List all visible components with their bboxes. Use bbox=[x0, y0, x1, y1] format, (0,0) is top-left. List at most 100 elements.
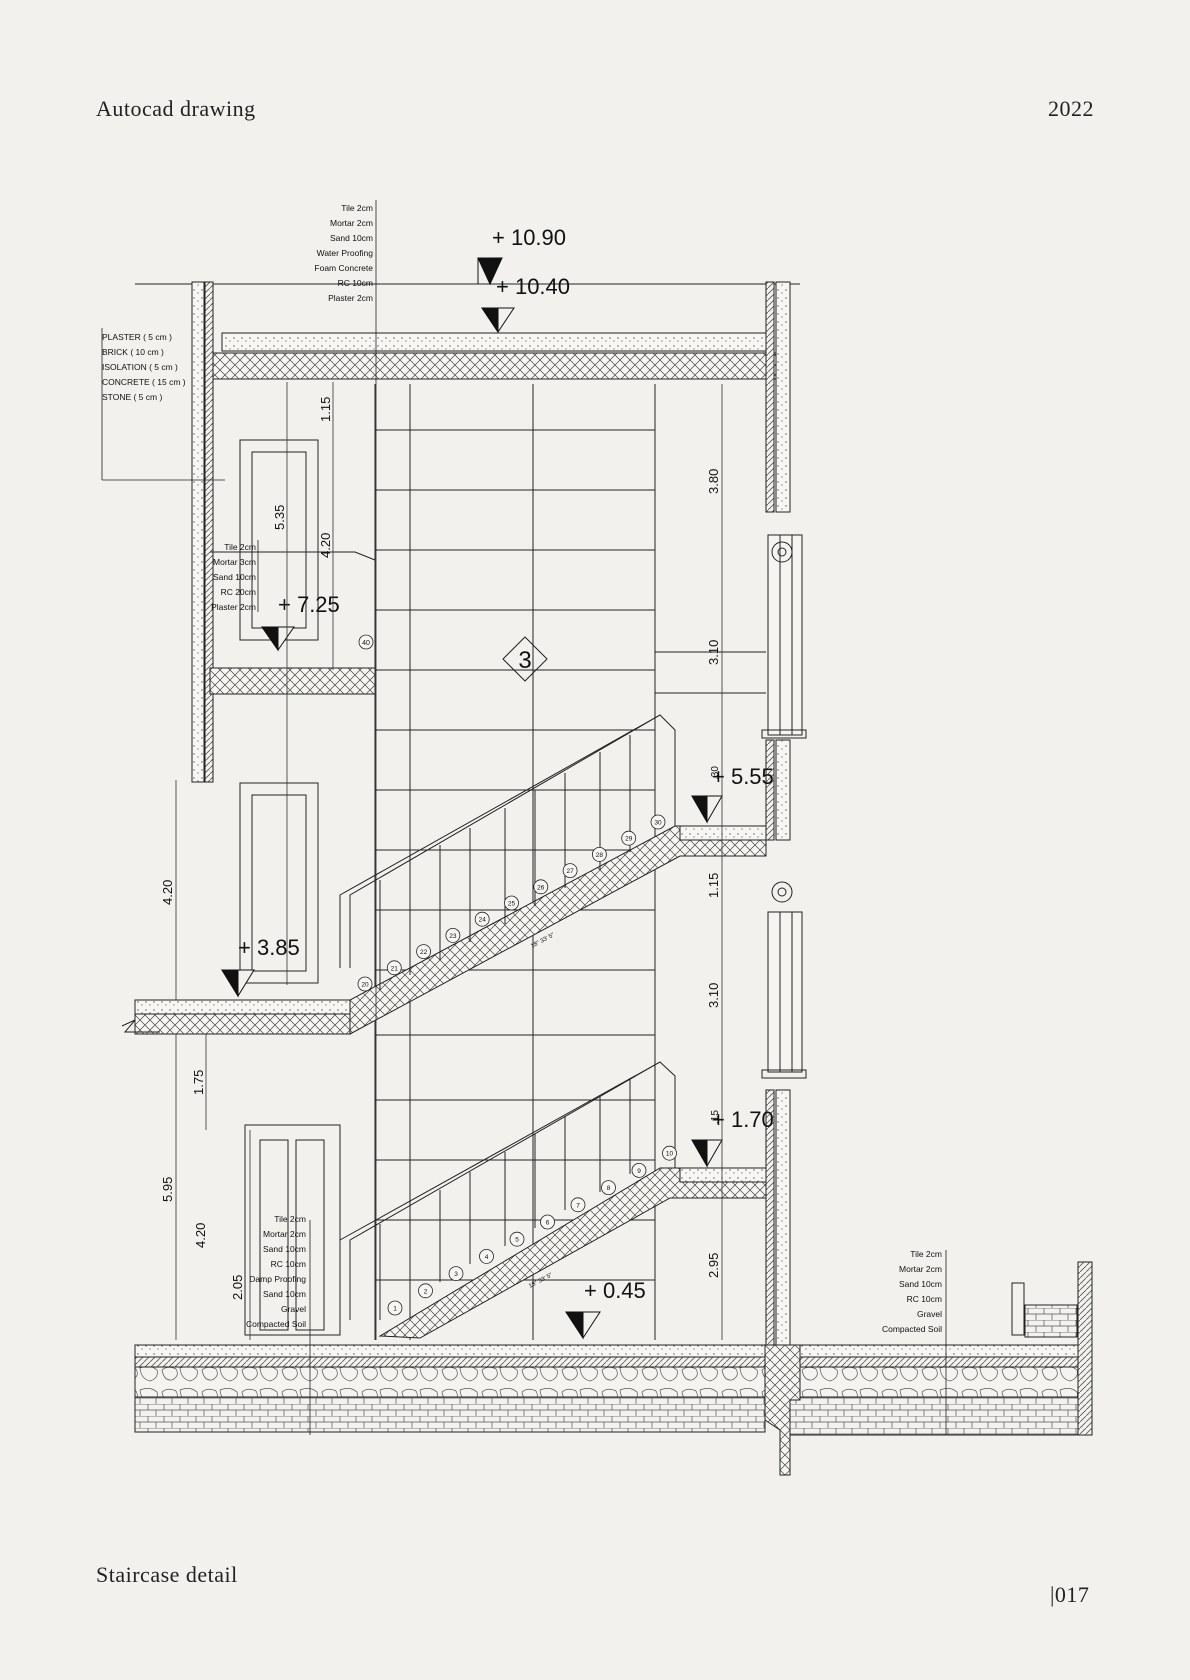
step-number-label: 20 bbox=[361, 982, 369, 989]
dimension-label: 2.05 bbox=[230, 1275, 245, 1300]
step-number-label: 8 bbox=[607, 1185, 611, 1192]
landing-layer-labels: Tile 2cm Mortar 3cm Sand 10cm RC 20cm Pl… bbox=[211, 542, 256, 612]
step-number-label: 40 bbox=[362, 640, 370, 647]
level-label: + 0.45 bbox=[584, 1278, 646, 1303]
dimension-label: 4.20 bbox=[160, 880, 175, 905]
layer-label: Sand 10cm bbox=[263, 1244, 306, 1254]
flight-marker: 3 bbox=[502, 636, 548, 682]
level-marker: + 3.85 bbox=[221, 935, 300, 998]
step-number-label: 10 bbox=[666, 1151, 674, 1158]
layer-label: Sand 10cm bbox=[213, 572, 256, 582]
layer-callout-lines bbox=[101, 200, 947, 1435]
layer-label: Tile 2cm bbox=[341, 203, 373, 213]
dimension-label: 4.20 bbox=[193, 1223, 208, 1248]
layer-label: Gravel bbox=[281, 1304, 306, 1314]
layer-label: Sand 10cm bbox=[263, 1289, 306, 1299]
dimension-label: 3.10 bbox=[706, 983, 721, 1008]
layer-label: Compacted Soil bbox=[246, 1319, 306, 1329]
step-number: 9 bbox=[631, 1163, 647, 1178]
dimension-label: 1.75 bbox=[191, 1070, 206, 1095]
layer-label: Foam Concrete bbox=[314, 263, 373, 273]
step-number: 8 bbox=[601, 1180, 616, 1195]
step-number-label: 30 bbox=[654, 820, 662, 827]
dimension-label: .15 bbox=[710, 1110, 721, 1124]
step-number-label: 1 bbox=[393, 1306, 397, 1313]
step-number: 7 bbox=[570, 1197, 586, 1213]
outdoor-layer-labels: Tile 2cm Mortar 2cm Sand 10cm RC 10cm Gr… bbox=[882, 1249, 942, 1334]
level-marker: + 7.25 bbox=[261, 592, 340, 652]
dimension-label: 3.80 bbox=[706, 469, 721, 494]
layer-label: Mortar 2cm bbox=[899, 1264, 942, 1274]
step-number: 20 bbox=[357, 976, 373, 992]
step-number: 28 bbox=[592, 847, 607, 862]
step-number-label: 23 bbox=[449, 933, 457, 940]
layer-label: STONE ( 5 cm ) bbox=[102, 392, 162, 402]
step-number: 2 bbox=[418, 1283, 433, 1299]
dimension-label: 3.10 bbox=[706, 640, 721, 665]
layer-label: Tile 2cm bbox=[224, 542, 256, 552]
level-marker: + 0.45 bbox=[565, 1278, 646, 1340]
step-number-label: 25 bbox=[508, 901, 516, 908]
step-number: 23 bbox=[445, 928, 461, 943]
layer-label: Tile 2cm bbox=[910, 1249, 942, 1259]
layer-label: Sand 10cm bbox=[899, 1279, 942, 1289]
step-number-label: 6 bbox=[546, 1220, 550, 1227]
drawing-caption: Staircase detail bbox=[96, 1562, 238, 1587]
layer-label: Mortar 2cm bbox=[330, 218, 373, 228]
step-number-label: 21 bbox=[391, 965, 399, 972]
step-number: 6 bbox=[540, 1214, 555, 1230]
layer-label: Water Proofing bbox=[317, 248, 374, 258]
dimension-label: 1.15 bbox=[706, 873, 721, 898]
level-marker: + 10.90 bbox=[477, 225, 566, 286]
step-numbers-upper: 20 21 22 23 24 25 26 27 28 29 30 bbox=[357, 814, 666, 992]
step-number: 29 bbox=[621, 830, 637, 846]
step-number-label: 2 bbox=[424, 1288, 428, 1295]
step-number-label: 3 bbox=[454, 1271, 458, 1278]
step-number-label: 28 bbox=[596, 852, 604, 859]
step-number: 30 bbox=[650, 814, 666, 830]
layer-label: ISOLATION ( 5 cm ) bbox=[102, 362, 178, 372]
step-number: 24 bbox=[474, 911, 490, 927]
wall-layer-labels: PLASTER ( 5 cm ) BRICK ( 10 cm ) ISOLATI… bbox=[102, 332, 186, 402]
page-number: |017 bbox=[1050, 1582, 1090, 1607]
layer-label: PLASTER ( 5 cm ) bbox=[102, 332, 172, 342]
dimension-label: 4.20 bbox=[318, 533, 333, 558]
flight-number: 3 bbox=[518, 647, 531, 674]
drawing-title: Autocad drawing bbox=[96, 96, 256, 121]
level-marker: + 5.55 bbox=[691, 764, 774, 824]
step-number: 27 bbox=[562, 863, 578, 878]
step-numbers-lower: 1 2 3 4 5 6 7 8 9 10 bbox=[387, 1145, 677, 1316]
layer-label: RC 10cm bbox=[338, 278, 373, 288]
dimension-label: 5.95 bbox=[160, 1177, 175, 1202]
layer-label: Sand 10cm bbox=[330, 233, 373, 243]
layer-label: Damp Proofing bbox=[249, 1274, 306, 1284]
layer-label: Compacted Soil bbox=[882, 1324, 942, 1334]
step-number: 5 bbox=[509, 1231, 525, 1247]
step-number-label: 26 bbox=[537, 884, 545, 891]
step-number-label: 4 bbox=[485, 1254, 489, 1261]
step-number: 1 bbox=[387, 1300, 403, 1316]
dimension-label: 1.15 bbox=[318, 397, 333, 422]
layer-label: BRICK ( 10 cm ) bbox=[102, 347, 164, 357]
drawing-year: 2022 bbox=[1048, 96, 1094, 121]
level-marker: + 10.40 bbox=[481, 274, 570, 334]
dimension-label: 5.35 bbox=[272, 505, 287, 530]
layer-label: Mortar 2cm bbox=[263, 1229, 306, 1239]
step-number: 26 bbox=[533, 879, 549, 895]
step-number-label: 24 bbox=[479, 917, 487, 924]
dimension-label: 2.95 bbox=[706, 1253, 721, 1278]
step-number-label: 29 bbox=[625, 836, 633, 843]
layer-label: RC 20cm bbox=[221, 587, 256, 597]
level-label: + 3.85 bbox=[238, 935, 300, 960]
level-label: + 1.70 bbox=[712, 1107, 774, 1132]
step-number: 22 bbox=[416, 944, 432, 959]
level-label: + 10.40 bbox=[496, 274, 570, 299]
step-number-label: 27 bbox=[566, 868, 574, 875]
layer-label: Tile 2cm bbox=[274, 1214, 306, 1224]
layer-label: Gravel bbox=[917, 1309, 942, 1319]
step-number: 40 bbox=[358, 634, 374, 650]
ground-layer-labels: Tile 2cm Mortar 2cm Sand 10cm RC 10cm Da… bbox=[246, 1214, 306, 1329]
layer-label: RC 10cm bbox=[907, 1294, 942, 1304]
level-marker: + 1.70 bbox=[691, 1107, 774, 1168]
